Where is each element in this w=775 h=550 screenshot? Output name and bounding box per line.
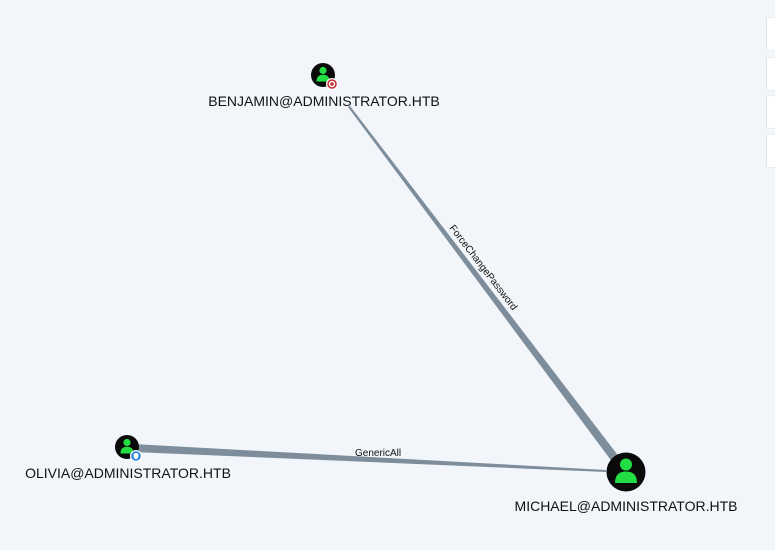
node-benjamin-label: BENJAMIN@ADMINISTRATOR.HTB bbox=[208, 93, 440, 109]
user-icon bbox=[120, 438, 134, 454]
target-icon bbox=[326, 78, 338, 90]
owned-shield-icon bbox=[130, 450, 142, 462]
panel-tab-1[interactable] bbox=[766, 17, 775, 51]
edge-generic-all[interactable]: GenericAll bbox=[133, 444, 606, 472]
edge-generic-all-line[interactable] bbox=[133, 444, 606, 472]
panel-tab-3[interactable] bbox=[766, 95, 775, 129]
edge-force-change-password-line[interactable] bbox=[348, 106, 620, 463]
edge-generic-all-label: GenericAll bbox=[355, 448, 401, 459]
edge-force-change-password[interactable]: ForceChangePassword bbox=[348, 106, 620, 463]
node-olivia-label: OLIVIA@ADMINISTRATOR.HTB bbox=[25, 465, 231, 481]
node-olivia[interactable]: OLIVIA@ADMINISTRATOR.HTB bbox=[25, 435, 231, 481]
node-benjamin[interactable]: BENJAMIN@ADMINISTRATOR.HTB bbox=[208, 63, 440, 109]
panel-tab-4[interactable] bbox=[766, 134, 775, 168]
user-icon bbox=[615, 458, 637, 483]
user-icon bbox=[316, 66, 330, 82]
edge-force-change-password-label: ForceChangePassword bbox=[447, 223, 519, 313]
node-michael-label: MICHAEL@ADMINISTRATOR.HTB bbox=[515, 498, 738, 514]
panel-tab-2[interactable] bbox=[766, 57, 775, 91]
node-michael[interactable]: MICHAEL@ADMINISTRATOR.HTB bbox=[515, 452, 738, 515]
